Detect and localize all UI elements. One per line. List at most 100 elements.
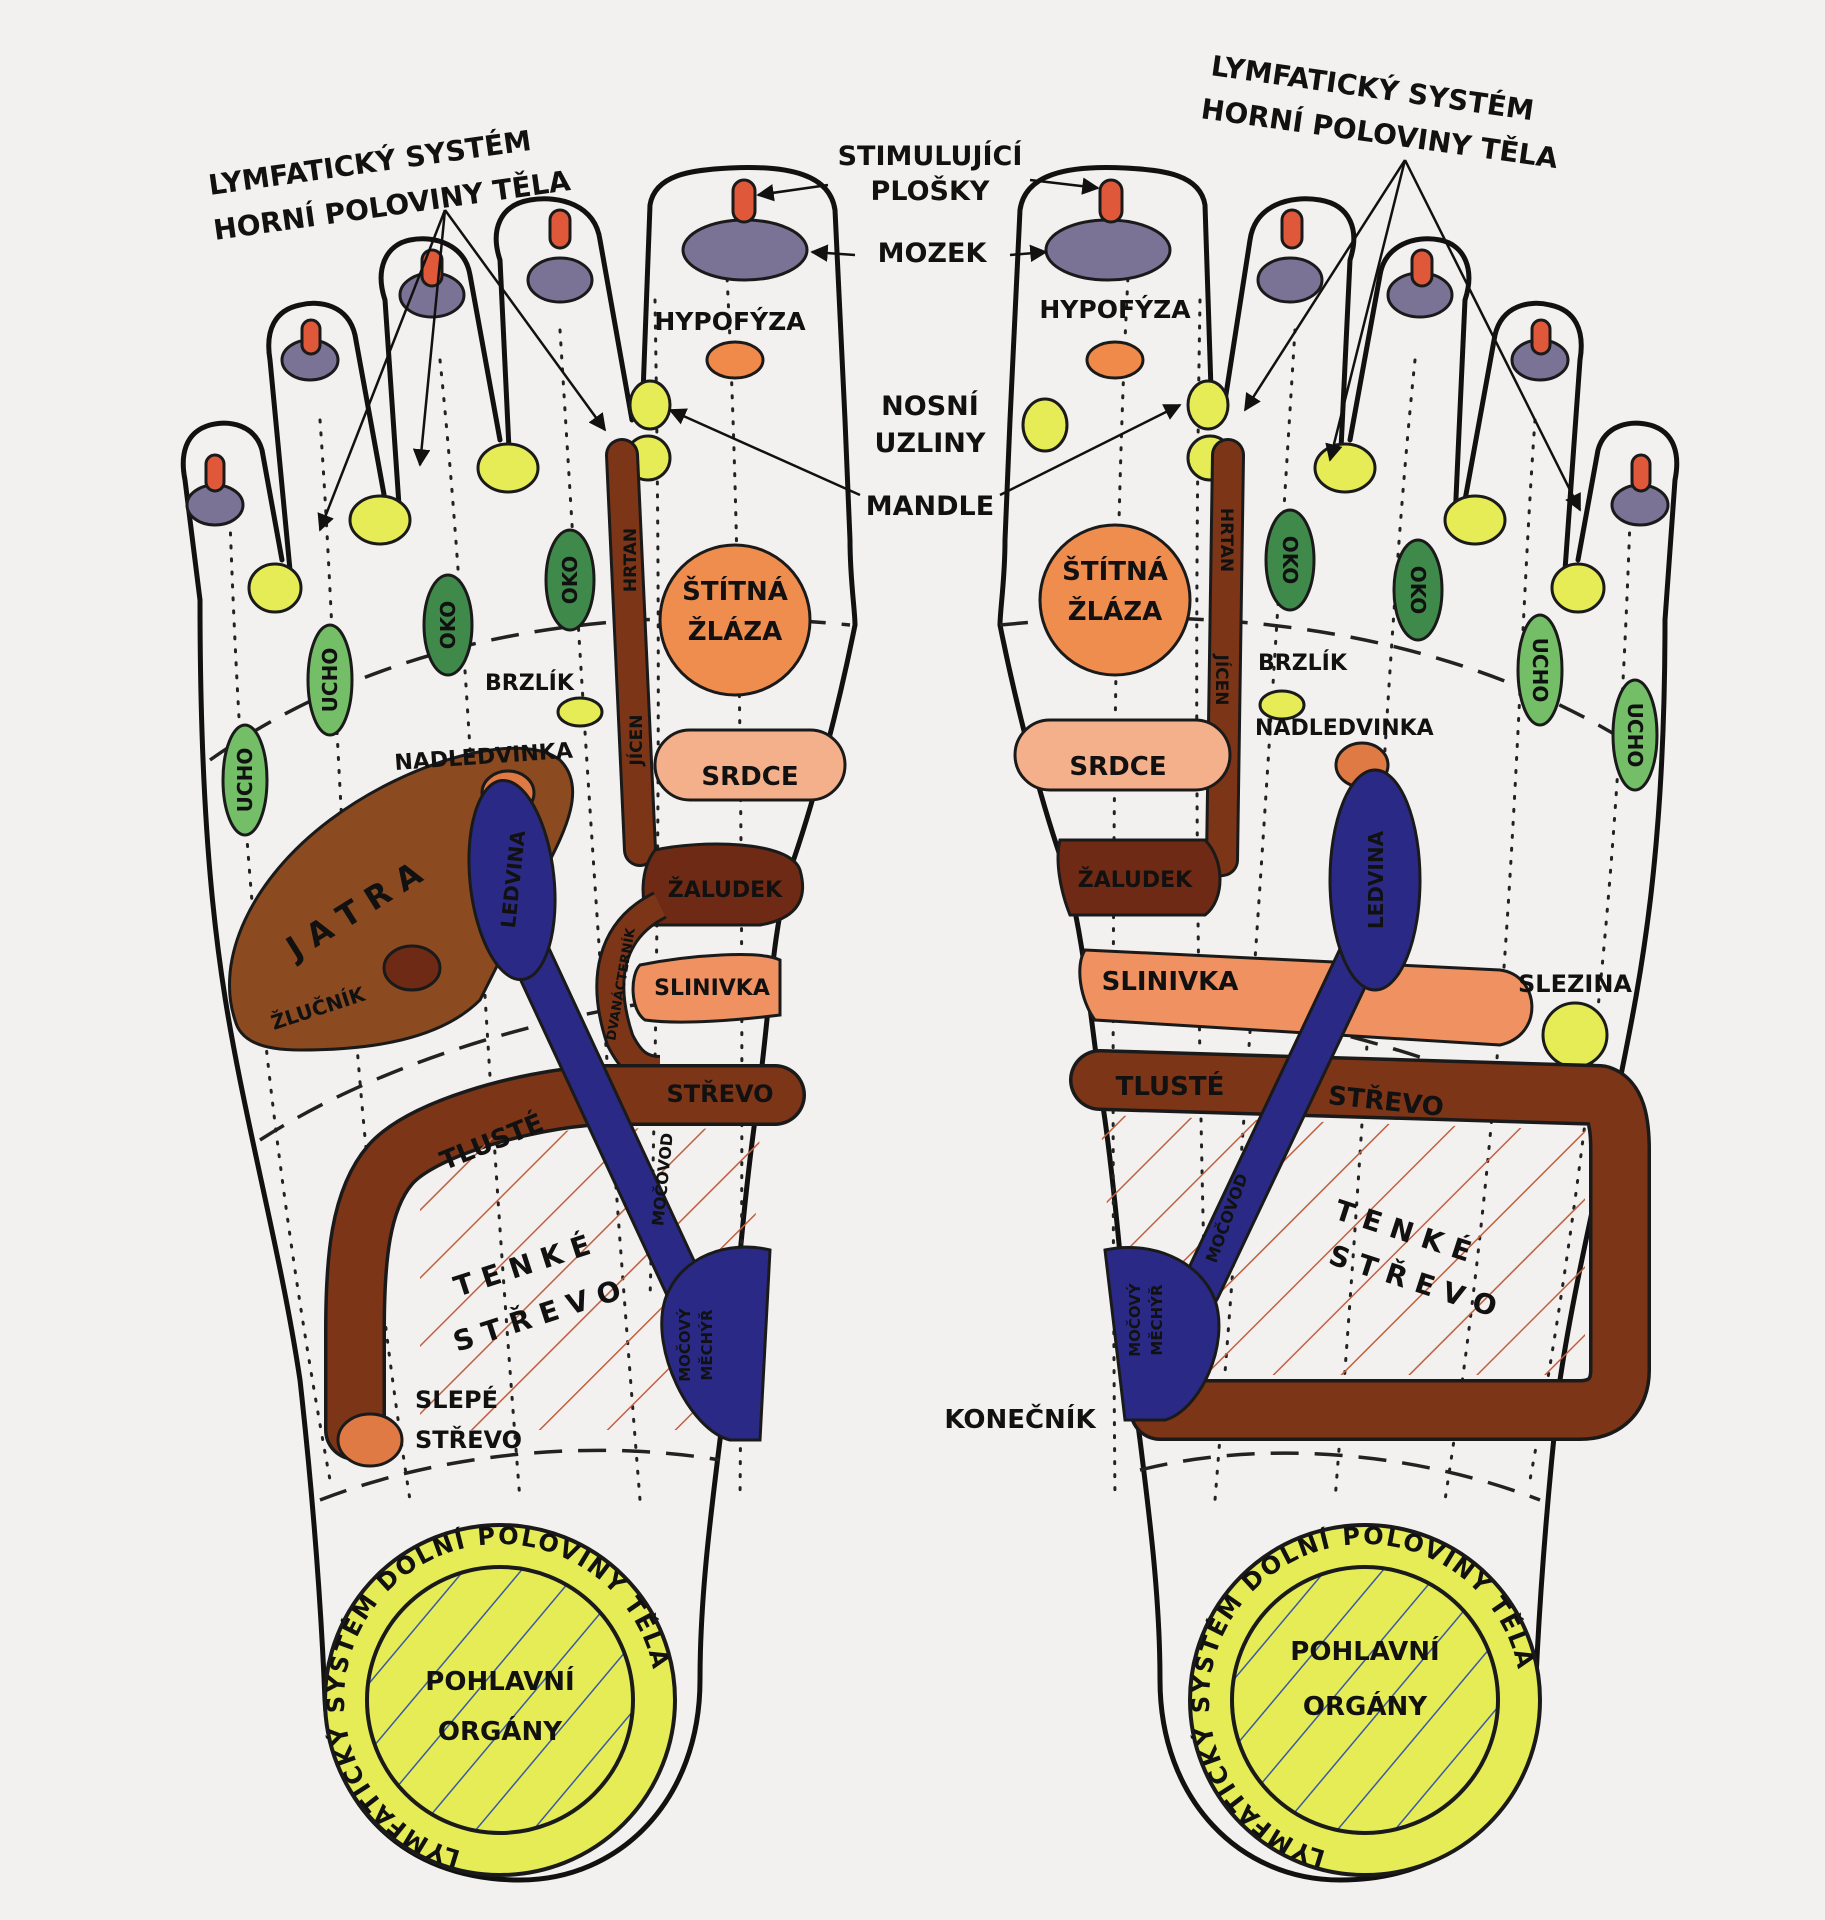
right-ear-zone	[1611, 678, 1659, 792]
left-ear-zone	[306, 623, 354, 737]
label-kidney-right: LEDVINA	[1364, 830, 1388, 929]
right-lymph-node	[1186, 379, 1230, 431]
label-larynx-left: HRTAN	[621, 528, 641, 592]
label-thyroid-right-2: ŽLÁZA	[1068, 595, 1163, 627]
left-dashed-line	[319, 1448, 721, 1502]
label-adrenal-right: NADLEDVINKA	[1255, 716, 1434, 741]
label-eye: OKO	[436, 601, 460, 650]
right-foot	[997, 165, 1680, 1883]
label-pancreas-left: SLINIVKA	[654, 976, 770, 1001]
left-ear-zone	[221, 723, 269, 837]
label-stimulating-spots-1: STIMULUJÍCÍ	[838, 140, 1023, 172]
label-pituitary-right: HYPOFÝZA	[1039, 294, 1191, 324]
right-stim-spot	[1530, 318, 1552, 356]
left-foot	[180, 165, 858, 1883]
right-heart	[1013, 718, 1232, 792]
right-stim-spot	[1410, 248, 1434, 288]
left-lymph-node	[556, 696, 604, 728]
left-toe2-outline	[493, 196, 635, 473]
label-genital-left-2: ORGÁNY	[438, 1715, 563, 1747]
label-stomach-right: ŽALUDEK	[1078, 867, 1193, 893]
left-big-toe-outline	[639, 165, 858, 628]
left-eye-zone	[422, 573, 474, 677]
left-lymph-node	[247, 562, 303, 614]
left-bladder	[660, 1245, 772, 1442]
label-thyroid-left-1: ŠTÍTNÁ	[682, 575, 788, 607]
left-esophagus	[608, 441, 654, 864]
right-brain-area	[1256, 256, 1324, 304]
right-lymph-node	[1258, 689, 1306, 721]
left-foot-outline	[197, 597, 858, 1883]
label-appendix-2: STŘEVO	[415, 1425, 522, 1454]
right-lymph-node	[1313, 442, 1377, 494]
label-eye: OKO	[1278, 536, 1302, 585]
left-brain-area	[681, 218, 809, 282]
label-heart-left: SRDCE	[701, 762, 798, 792]
left-dotted-line	[558, 328, 642, 1502]
label-thyroid-left-2: ŽLÁZA	[688, 615, 783, 647]
label-nasal-nodes-2: UZLINY	[875, 428, 986, 459]
right-brain-area	[1044, 218, 1172, 282]
left-pituitary	[705, 340, 765, 380]
right-toe3-outline	[1347, 236, 1472, 523]
label-thymus-left: BRZLÍK	[485, 670, 575, 696]
left-stim-spot	[204, 453, 226, 493]
label-large-intestine-left-2: STŘEVO	[666, 1079, 773, 1108]
label-genital-right-2: ORGÁNY	[1303, 1690, 1428, 1722]
label-larynx-right: HRTAN	[1216, 508, 1236, 572]
label-bladder-left-2: MĚCHÝŘ	[697, 1309, 716, 1381]
left-toe5-outline	[180, 420, 285, 603]
right-big-toe-outline	[997, 165, 1215, 628]
left-pancreas	[631, 953, 782, 1024]
label-thymus-right: BRZLÍK	[1258, 650, 1348, 676]
right-eye-zone	[1392, 538, 1444, 642]
label-ear: UCHO	[1528, 638, 1552, 703]
left-lymph-node	[348, 494, 412, 546]
label-bladder-right-2: MĚCHÝŘ	[1147, 1284, 1166, 1356]
right-lymph-node	[1021, 397, 1069, 453]
left-toe4-outline	[266, 300, 388, 573]
right-dotted-line	[1528, 518, 1632, 1482]
left-eye-zone	[544, 528, 596, 632]
label-ear: UCHO	[233, 748, 257, 813]
label-ear: UCHO	[1623, 703, 1647, 768]
right-stim-spot	[1630, 453, 1652, 493]
left-toe3-outline	[378, 236, 503, 523]
left-genital-area	[365, 1565, 635, 1835]
label-stomach-left: ŽALUDEK	[668, 877, 783, 903]
right-dotted-line	[1213, 328, 1297, 1502]
right-small-intestine	[1100, 1115, 1585, 1375]
label-bladder-left-1: MOČOVÝ	[675, 1307, 694, 1382]
right-bladder	[1103, 1245, 1221, 1422]
label-eye: OKO	[558, 556, 582, 605]
label-esophagus-right: JÍCEN	[1211, 654, 1233, 706]
left-thyroid	[658, 543, 812, 697]
left-heart	[653, 728, 847, 802]
label-brain: MOZEK	[878, 238, 988, 269]
label-appendix-1: SLEPÉ	[415, 1385, 498, 1414]
label-genital-left-1: POHLAVNÍ	[425, 1665, 574, 1697]
right-spleen	[1541, 1001, 1609, 1069]
right-stomach	[1056, 838, 1222, 917]
label-large-intestine-right-1: TLUSTÉ	[1116, 1070, 1225, 1102]
left-dashed-line	[208, 616, 851, 762]
right-pancreas	[1078, 948, 1534, 1047]
left-gallbladder	[382, 944, 442, 992]
label-spleen: SLEZINA	[1518, 970, 1632, 998]
label-thyroid-right-1: ŠTÍTNÁ	[1062, 555, 1168, 587]
right-dashed-line	[1139, 1451, 1541, 1502]
label-esophagus-left: JÍCEN	[625, 715, 647, 767]
label-pituitary-left: HYPOFÝZA	[654, 306, 806, 336]
pointer-arrows	[317, 159, 1582, 532]
right-ear-zone	[1516, 613, 1564, 727]
label-stimulating-spots-2: PLOŠKY	[871, 175, 990, 207]
label-nasal-nodes-1: NOSNÍ	[881, 390, 979, 422]
right-genital-area	[1230, 1565, 1500, 1835]
right-toe4-outline	[1462, 300, 1584, 573]
label-tonsils: MANDLE	[866, 491, 994, 522]
left-kidney	[467, 778, 557, 982]
right-pituitary	[1085, 340, 1145, 380]
label-eye: OKO	[1406, 566, 1430, 615]
left-lymph-node	[628, 379, 672, 431]
